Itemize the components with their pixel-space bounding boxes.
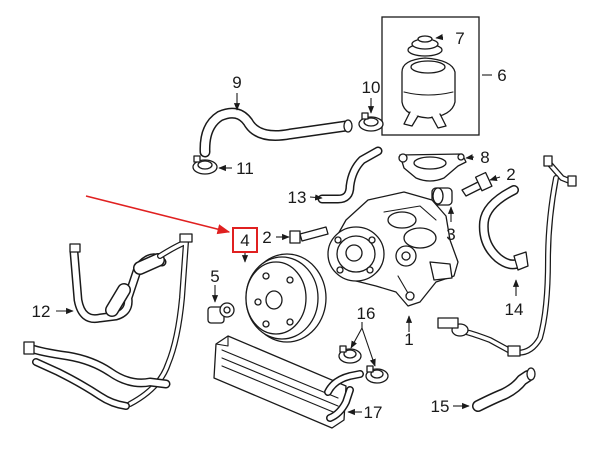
callout-17: 17 xyxy=(364,403,383,422)
pump-1 xyxy=(327,191,459,307)
clamp-11 xyxy=(192,155,218,175)
bracket-8 xyxy=(398,153,467,182)
callout-15: 15 xyxy=(431,397,450,416)
reservoir-cap xyxy=(407,35,443,57)
reservoir-group xyxy=(381,16,480,136)
hose-13 xyxy=(317,146,383,204)
callout-labels: 7 6 9 10 8 11 2 13 3 2 4 5 12 14 16 1 15… xyxy=(32,29,524,422)
callout-9: 9 xyxy=(232,73,241,92)
callout-3: 3 xyxy=(446,225,455,244)
callout-8: 8 xyxy=(480,148,489,167)
pressure-line-right xyxy=(437,155,577,357)
callout-6: 6 xyxy=(497,66,506,85)
callout-2-center: 2 xyxy=(262,228,271,247)
pulley-4 xyxy=(245,253,327,343)
reservoir-tank xyxy=(401,57,456,129)
callout-7: 7 xyxy=(455,29,464,48)
cooler-17 xyxy=(213,335,364,429)
bolt-2-center xyxy=(289,226,329,244)
callout-12: 12 xyxy=(32,302,51,321)
highlight-box-4 xyxy=(232,227,258,253)
bolt-2-right xyxy=(461,171,493,197)
callout-10: 10 xyxy=(362,78,381,97)
bushing-3 xyxy=(431,187,453,206)
pressure-line-12 xyxy=(69,233,193,407)
bushing-5 xyxy=(207,302,235,324)
callout-4: 4 xyxy=(240,231,249,250)
return-line-left xyxy=(23,341,171,410)
callout-11: 11 xyxy=(236,159,254,178)
highlight-pointer-arrow xyxy=(85,195,231,235)
callout-5: 5 xyxy=(210,267,219,286)
clamps-16 xyxy=(338,345,389,384)
clamp-10 xyxy=(358,112,384,132)
callout-14: 14 xyxy=(505,300,524,319)
callout-16: 16 xyxy=(357,304,376,323)
callout-1: 1 xyxy=(404,330,413,349)
hose-9 xyxy=(199,107,353,158)
callout-13: 13 xyxy=(288,188,307,207)
hose-15 xyxy=(472,367,536,412)
callout-2-right: 2 xyxy=(506,165,515,184)
hose-14 xyxy=(478,185,529,271)
leader-lines xyxy=(56,33,520,416)
